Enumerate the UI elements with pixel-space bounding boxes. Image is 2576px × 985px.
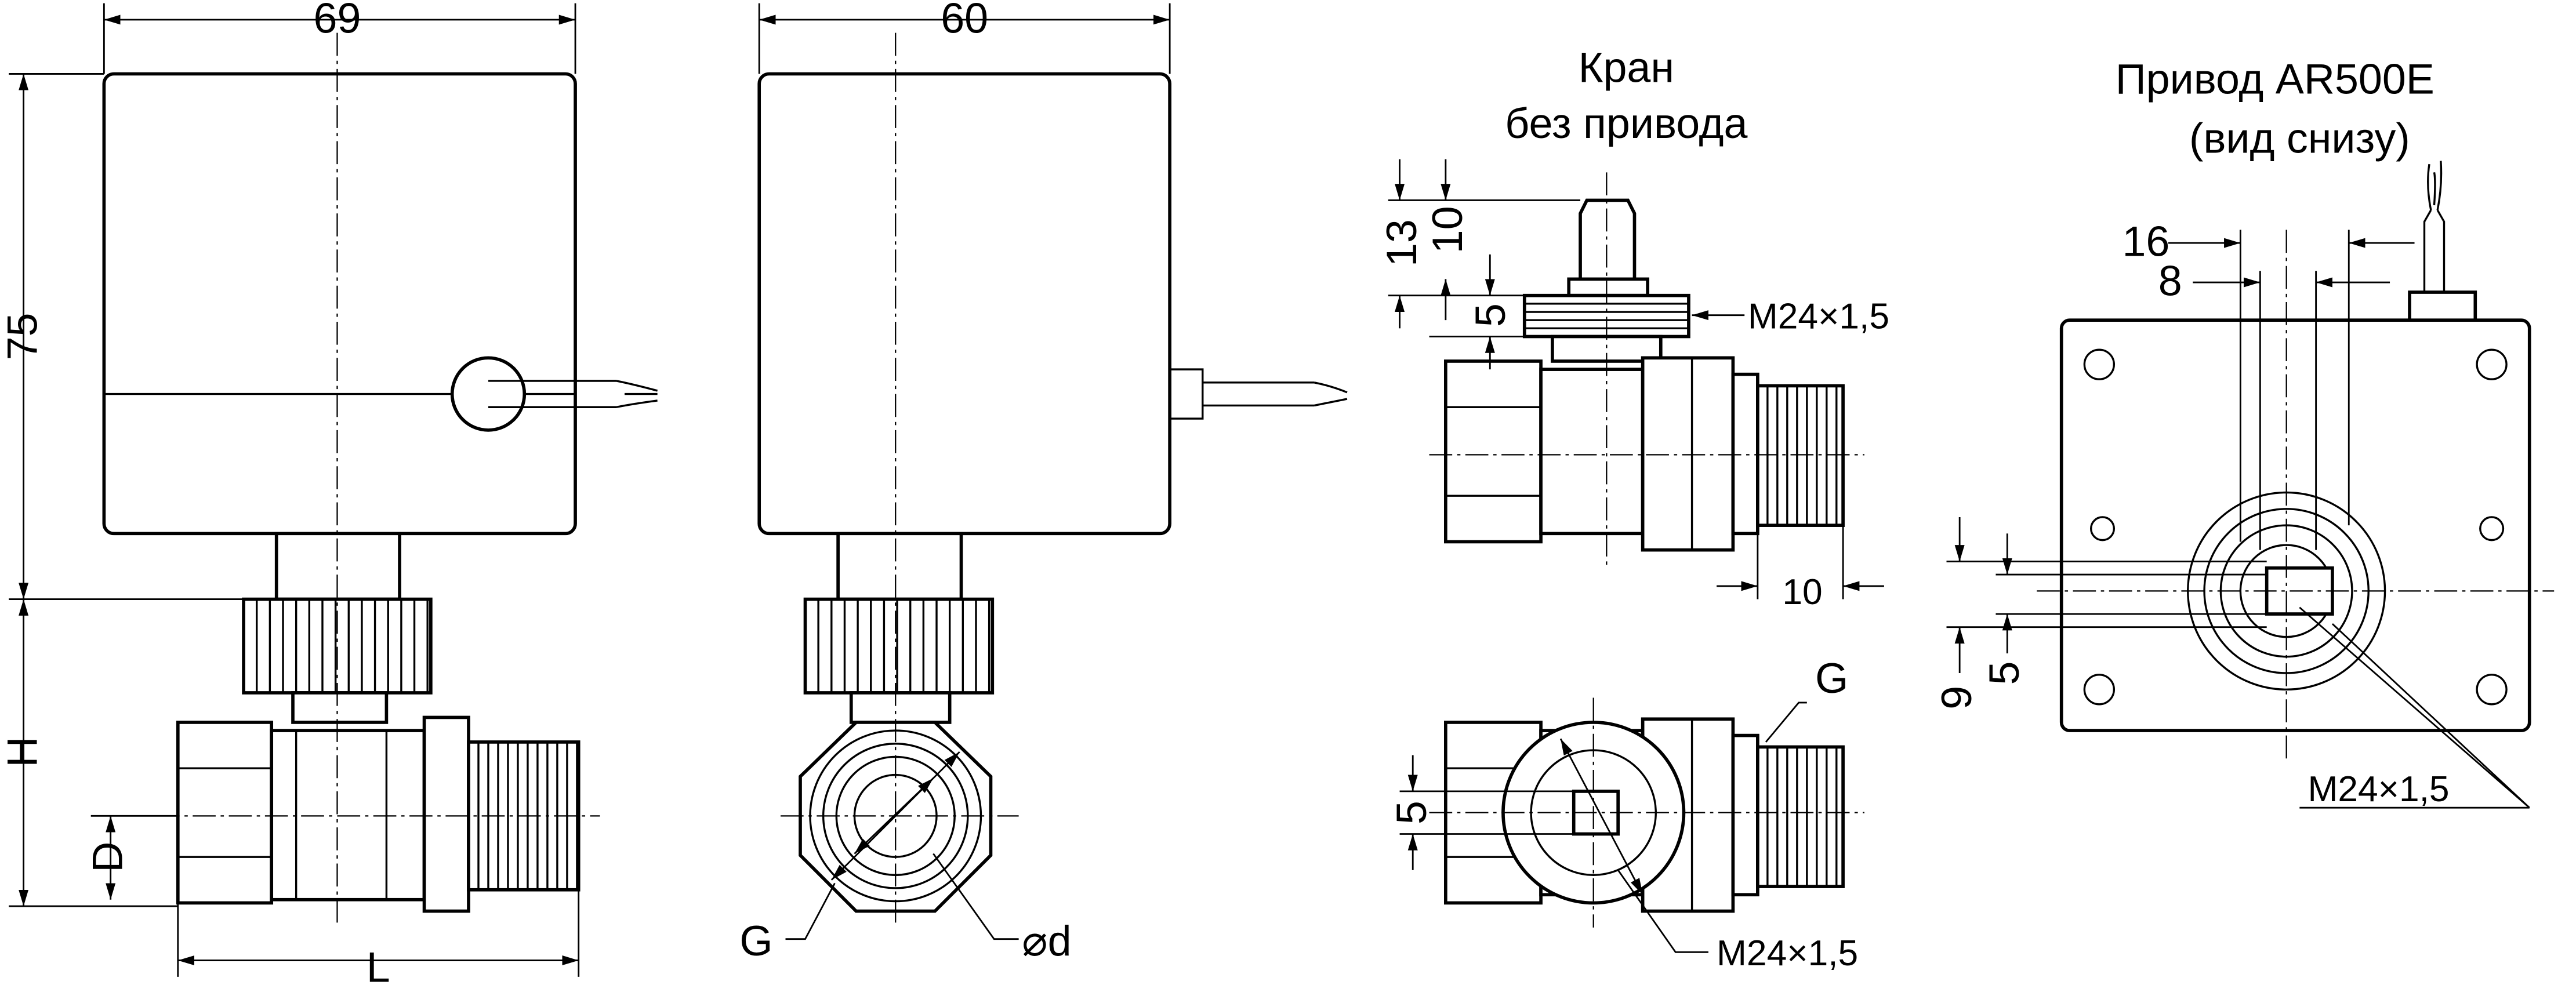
dim-16: 16: [2122, 217, 2169, 266]
label-g-valve: G: [1815, 654, 1848, 702]
valve-title-line1: Кран: [1579, 43, 1674, 92]
dim-10-bottom: 10: [1782, 572, 1822, 612]
front-view: 69 75 H D L: [0, 0, 658, 985]
actuator-title-line1: Привод AR500E: [2116, 54, 2434, 103]
actuator-bottom-view: Привод AR500E (вид снизу) 16 8 9 5 M24×1…: [1932, 54, 2555, 809]
valve-body: [270, 729, 426, 902]
dim-5: 5: [1466, 303, 1514, 327]
mount-hole: [2479, 516, 2505, 541]
dim-5-bottom: 5: [1387, 801, 1435, 824]
dim-69: 69: [314, 0, 361, 42]
dim-8: 8: [2158, 257, 2182, 305]
dim-75: 75: [0, 313, 46, 361]
dim-l: L: [367, 943, 390, 985]
hex-nut: [176, 721, 274, 905]
dim-d: D: [84, 842, 132, 873]
mount-hole: [2083, 674, 2116, 706]
valve-title-line2: без привода: [1505, 99, 1747, 147]
thread-label-bottom: M24×1,5: [1717, 933, 1858, 973]
neck: [274, 532, 401, 601]
flange: [422, 715, 470, 913]
cable-gland-bottom: [2408, 290, 2477, 324]
actuator-title-line2: (вид снизу): [2189, 114, 2410, 162]
dim-9: 9: [1932, 686, 1980, 710]
cable-side: [1170, 368, 1348, 420]
mount-hole: [2089, 516, 2116, 541]
thread-label-top: M24×1,5: [1748, 296, 1889, 336]
thread-top: [1756, 384, 1845, 527]
valve-view: Кран без привода 13 10 5 M24×1,5 10: [1377, 43, 1889, 973]
mount-hole: [2476, 674, 2508, 706]
actuator-housing: [102, 72, 577, 536]
mount-hole: [2083, 348, 2116, 380]
label-g: G: [739, 917, 772, 965]
actuator-housing-side: [757, 72, 1171, 536]
knurled-nut-side: [803, 597, 995, 695]
thread-bottom: [1756, 745, 1845, 888]
dim-60: 60: [941, 0, 988, 42]
thread-label-actuator: M24×1,5: [2307, 769, 2449, 809]
dim-13: 13: [1377, 219, 1425, 267]
hex-nut-top: [1444, 359, 1543, 544]
label-bore-d: ⌀d: [1022, 917, 1071, 965]
dim-10: 10: [1423, 206, 1471, 253]
cable-bottom: [2423, 161, 2446, 293]
cable-gland: [450, 356, 527, 432]
dim-h: H: [0, 736, 46, 767]
mount-hole: [2476, 348, 2508, 380]
dim-5-actuator: 5: [1980, 661, 2028, 685]
side-view: 60 G ⌀d: [739, 0, 1348, 965]
